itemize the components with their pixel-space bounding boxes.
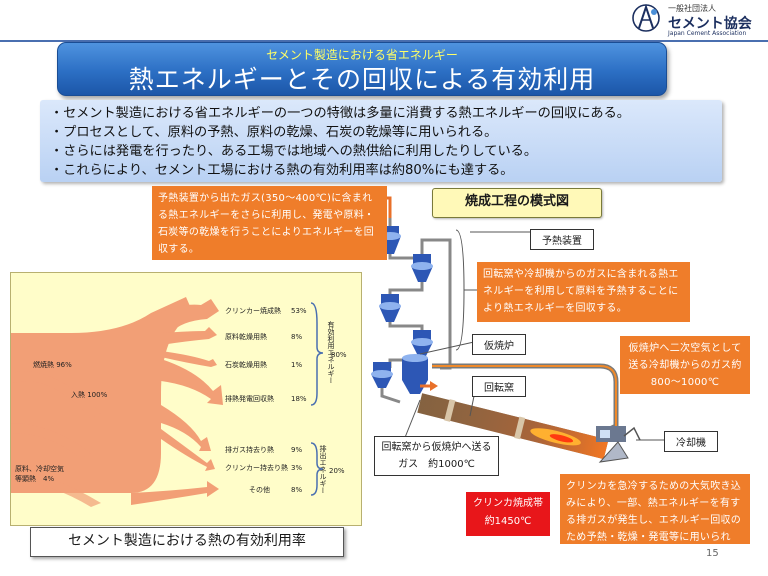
calciner-label: 仮焼炉 xyxy=(472,334,526,355)
effective-energy-value: 80% xyxy=(331,351,347,359)
raw-heat-label-2: 等顕熱 4% xyxy=(15,474,54,483)
input-flow xyxy=(11,297,193,493)
flow-other xyxy=(131,481,219,505)
flow-exhaust-gas xyxy=(161,405,211,451)
flow-clinker-out xyxy=(161,429,215,471)
output-label-clinker-out: クリンカー持去り熱 xyxy=(225,463,288,472)
flow-coal-drying xyxy=(161,351,217,367)
org-logo: 一般社団法人 セメント協会 Japan Cement Association xyxy=(632,2,764,38)
kiln-label: 回転窯 xyxy=(472,376,526,397)
heat-balance-sankey: クリンカー焼成熱 53% 原料乾燥用熱 8% 石炭乾燥用熱 1% 排熱発電回収熱… xyxy=(10,272,362,526)
output-label-clinker-burning: クリンカー焼成熱 xyxy=(225,306,281,315)
exhaust-gas-callout: 予熱装置から出たガス(350～400℃)に含まれる熱エネルギーをさらに利用し、発… xyxy=(152,186,387,260)
org-name-english: Japan Cement Association xyxy=(668,30,747,37)
sankey-flows xyxy=(11,297,223,507)
loss-energy-value: 20% xyxy=(329,467,345,475)
output-label-exhaust-gas: 排ガス持去り熱 xyxy=(225,445,274,454)
sankey-labels: クリンカー焼成熱 53% 原料乾燥用熱 8% 石炭乾燥用熱 1% 排熱発電回収熱… xyxy=(15,306,307,494)
input-heat-label: 入熱 100% xyxy=(71,390,108,399)
flow-clinker-burning xyxy=(161,299,219,333)
output-value-exhaust-gas: 9% xyxy=(291,446,302,454)
slide-title: 熱エネルギーとその回収による有効利用 xyxy=(128,65,596,94)
loss-bracket xyxy=(310,442,324,496)
effective-energy-label: 有効利用エネルギー xyxy=(327,320,335,384)
calciner-leader xyxy=(419,341,475,355)
burning-zone-label: クリンカ焼成帯 約1450℃ xyxy=(466,492,550,536)
output-value-clinker-burning: 53% xyxy=(291,307,307,315)
output-value-other: 8% xyxy=(291,486,302,494)
kiln-gas-leader xyxy=(403,399,421,441)
flow-power-recovery xyxy=(161,359,223,405)
cooler-label: 冷却機 xyxy=(664,431,718,452)
kiln-process-schematic xyxy=(371,192,666,463)
slide-subtitle: セメント製造における省エネルギー xyxy=(266,48,458,62)
output-value-raw-drying: 8% xyxy=(291,333,302,341)
burning-zone-title: クリンカ焼成帯 xyxy=(473,498,543,509)
loss-energy-label: 排出エネルギー xyxy=(319,444,327,494)
sankey-caption: セメント製造における熱の有効利用率 xyxy=(30,527,344,557)
output-label-other: その他 xyxy=(249,485,270,494)
title-banner: セメント製造における省エネルギー 熱エネルギーとその回収による有効利用 xyxy=(57,42,667,96)
effective-bracket xyxy=(310,302,324,406)
org-name: セメント協会 xyxy=(668,16,752,32)
output-label-raw-drying: 原料乾燥用熱 xyxy=(225,332,267,341)
calciner-vessel xyxy=(402,354,428,394)
cyclone-stage-2 xyxy=(411,254,433,282)
preheat-callout: 回転窯や冷却機からのガスに含まれる熱エネルギーを利用して原料を予熱することにより… xyxy=(477,262,690,322)
preheater-bracket xyxy=(455,229,465,351)
flow-raw-drying xyxy=(161,327,217,345)
group-brackets xyxy=(310,302,324,496)
cyclone-stage-5 xyxy=(371,362,393,388)
summary-item: ・プロセスとして、原料の予熱、原料の乾燥、石炭の乾燥等に用いられる。 xyxy=(50,125,498,140)
fuel-heat-label: 燃焼熱 96% xyxy=(33,360,72,369)
sankey-drawing: クリンカー焼成熱 53% 原料乾燥用熱 8% 石炭乾燥用熱 1% 排熱発電回収熱… xyxy=(11,297,347,507)
summary-list: ・セメント製造における省エネルギーの一つの特徴は多量に消費する熱エネルギーの回収… xyxy=(50,104,720,180)
raw-heat-label-1: 原料、冷却空気 xyxy=(15,464,64,473)
schematic-title: 焼成工程の模式図 xyxy=(432,188,602,218)
input-streams xyxy=(11,371,101,507)
burning-zone-temp: 約1450℃ xyxy=(484,516,532,527)
preheater-label: 予熱装置 xyxy=(530,229,594,250)
page-number: 15 xyxy=(706,548,719,559)
output-value-clinker-out: 3% xyxy=(291,464,302,472)
secondary-air-callout: 仮焼炉へ二次空気として送る冷却機からのガス約800～1000℃ xyxy=(620,336,750,394)
summary-item: ・これらにより、セメント工場における熱の有効利用率は約80%にも達する。 xyxy=(50,163,514,178)
clinker-cooler xyxy=(596,426,641,463)
summary-item: ・セメント製造における省エネルギーの一つの特徴は多量に消費する熱エネルギーの回収… xyxy=(50,106,630,121)
output-label-power-recovery: 排熱発電回収熱 xyxy=(225,394,274,403)
cement-association-logo-icon xyxy=(632,3,660,32)
cyclone-stage-3 xyxy=(379,294,401,322)
output-value-coal-drying: 1% xyxy=(291,361,302,369)
org-type-label: 一般社団法人 xyxy=(668,4,716,13)
group-labels: 有効利用エネルギー 80% 排出エネルギー 20% xyxy=(319,320,347,494)
rotary-kiln xyxy=(417,393,609,460)
output-label-coal-drying: 石炭乾燥用熱 xyxy=(225,360,267,369)
summary-box: ・セメント製造における省エネルギーの一つの特徴は多量に消費する熱エネルギーの回収… xyxy=(40,100,722,182)
clinker-quench-callout: クリンカを急冷するための大気吹き込みにより、一部、熱エネルギーを有する排ガスが発… xyxy=(560,474,750,560)
header-divider xyxy=(0,40,768,42)
kiln-gas-label: 回転窯から仮焼炉へ送るガス 約1000℃ xyxy=(374,436,499,476)
summary-item: ・さらには発電を行ったり、ある工場では地域への熱供給に利用したりしている。 xyxy=(50,144,538,159)
output-value-power-recovery: 18% xyxy=(291,395,307,403)
